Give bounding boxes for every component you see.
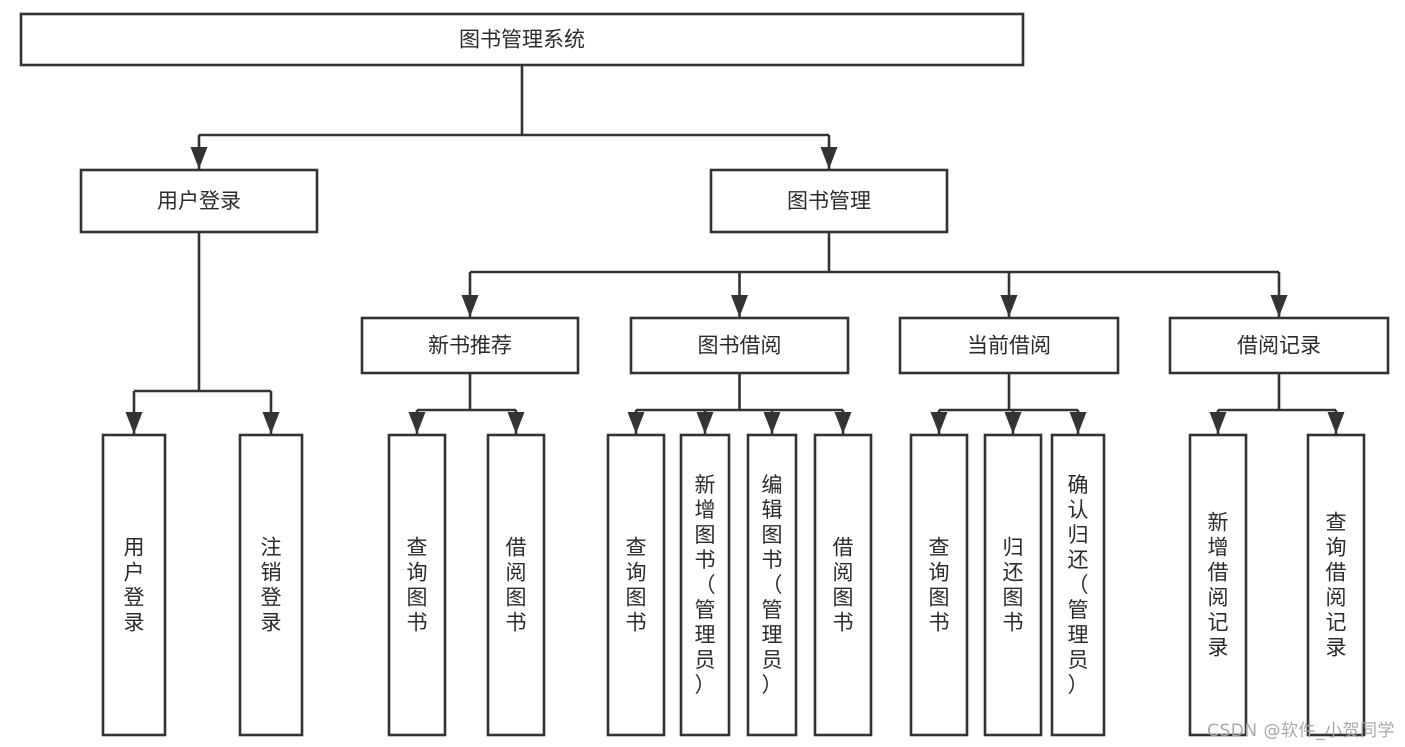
node-label: 用户登录	[124, 536, 145, 635]
node-root-图书管理系统[interactable]: 图书管理系统	[19, 12, 1025, 67]
node-level1-1[interactable]: 图书管理	[709, 168, 949, 234]
node-box-shape[interactable]	[486, 433, 546, 737]
node-box-shape[interactable]	[79, 168, 319, 234]
node-label: 用户登录	[157, 189, 241, 213]
node-label: 新增图书（管理员）	[695, 473, 716, 697]
arrow-head-icon	[731, 295, 748, 317]
arrow-head-icon	[1000, 295, 1018, 317]
node-leaf-10[interactable]: 确认归还（管理员）	[1050, 433, 1106, 737]
node-layer: 图书管理系统用户登录图书管理新书推荐图书借阅当前借阅借阅记录用户登录注销登录查询…	[19, 12, 1390, 737]
node-label: 借阅图书	[506, 536, 527, 635]
arrow-head-icon	[820, 147, 838, 169]
arrow-head-icon	[1004, 412, 1022, 434]
arrow-head-icon	[763, 412, 781, 434]
node-leaf-7[interactable]: 借阅图书	[813, 433, 873, 737]
node-leaf-5[interactable]: 新增图书（管理员）	[679, 433, 731, 737]
node-leaf-4[interactable]: 查询图书	[606, 433, 666, 737]
node-label: 新增借阅记录	[1208, 511, 1229, 660]
node-leaf-2[interactable]: 查询图书	[387, 433, 447, 737]
node-leaf-8[interactable]: 查询图书	[909, 433, 969, 737]
node-leaf-12[interactable]: 查询借阅记录	[1306, 433, 1366, 737]
node-box-shape[interactable]	[746, 433, 798, 737]
arrow-head-icon	[834, 412, 852, 434]
node-level1-0[interactable]: 用户登录	[79, 168, 319, 234]
arrow-head-icon	[190, 147, 208, 169]
node-box-shape[interactable]	[1188, 433, 1248, 737]
node-label: 查询借阅记录	[1326, 511, 1347, 660]
node-leaf-9[interactable]: 归还图书	[983, 433, 1043, 737]
node-leaf-11[interactable]: 新增借阅记录	[1188, 433, 1248, 737]
node-label: 借阅图书	[833, 536, 854, 635]
arrow-head-icon	[125, 412, 143, 434]
node-box-shape[interactable]	[19, 12, 1025, 67]
node-box-shape[interactable]	[1306, 433, 1366, 737]
arrow-head-icon	[627, 412, 645, 434]
node-label: 当前借阅	[967, 334, 1051, 358]
node-level2-1[interactable]: 图书借阅	[629, 316, 850, 375]
node-level2-3[interactable]: 借阅记录	[1168, 316, 1390, 375]
node-leaf-1[interactable]: 注销登录	[238, 433, 304, 737]
node-level2-2[interactable]: 当前借阅	[898, 316, 1120, 375]
node-label: 查询图书	[626, 536, 647, 635]
node-box-shape[interactable]	[629, 316, 850, 375]
node-level2-0[interactable]: 新书推荐	[360, 316, 580, 375]
arrow-head-icon	[1327, 412, 1345, 434]
connector-layer	[125, 65, 1345, 434]
arrow-head-icon	[461, 295, 479, 317]
node-label: 图书借阅	[698, 334, 782, 358]
node-box-shape[interactable]	[238, 433, 304, 737]
arrow-head-icon	[1209, 412, 1227, 434]
node-label: 查询图书	[407, 536, 428, 635]
node-box-shape[interactable]	[679, 433, 731, 737]
node-label: 新书推荐	[428, 334, 512, 358]
node-box-shape[interactable]	[813, 433, 873, 737]
arrow-head-icon	[1270, 295, 1288, 317]
arrow-head-icon	[262, 412, 280, 434]
arrow-head-icon	[507, 412, 525, 434]
node-box-shape[interactable]	[360, 316, 580, 375]
node-box-shape[interactable]	[709, 168, 949, 234]
arrow-head-icon	[1069, 412, 1087, 434]
node-box-shape[interactable]	[983, 433, 1043, 737]
node-box-shape[interactable]	[606, 433, 666, 737]
node-leaf-3[interactable]: 借阅图书	[486, 433, 546, 737]
arrow-head-icon	[930, 412, 948, 434]
node-box-shape[interactable]	[101, 433, 167, 737]
node-label: 注销登录	[261, 536, 282, 635]
node-box-shape[interactable]	[1168, 316, 1390, 375]
node-box-shape[interactable]	[387, 433, 447, 737]
arrow-head-icon	[408, 412, 426, 434]
node-label: 借阅记录	[1237, 334, 1321, 358]
node-leaf-6[interactable]: 编辑图书（管理员）	[746, 433, 798, 737]
node-box-shape[interactable]	[898, 316, 1120, 375]
node-label: 图书管理系统	[459, 28, 585, 52]
node-label: 归还图书	[1003, 536, 1024, 635]
node-label: 确认归还（管理员）	[1068, 473, 1089, 697]
node-label: 图书管理	[787, 189, 871, 213]
node-box-shape[interactable]	[909, 433, 969, 737]
node-leaf-0[interactable]: 用户登录	[101, 433, 167, 737]
node-label: 查询图书	[929, 536, 950, 635]
node-box-shape[interactable]	[1050, 433, 1106, 737]
node-label: 编辑图书（管理员）	[762, 473, 783, 697]
arrow-head-icon	[696, 412, 714, 434]
